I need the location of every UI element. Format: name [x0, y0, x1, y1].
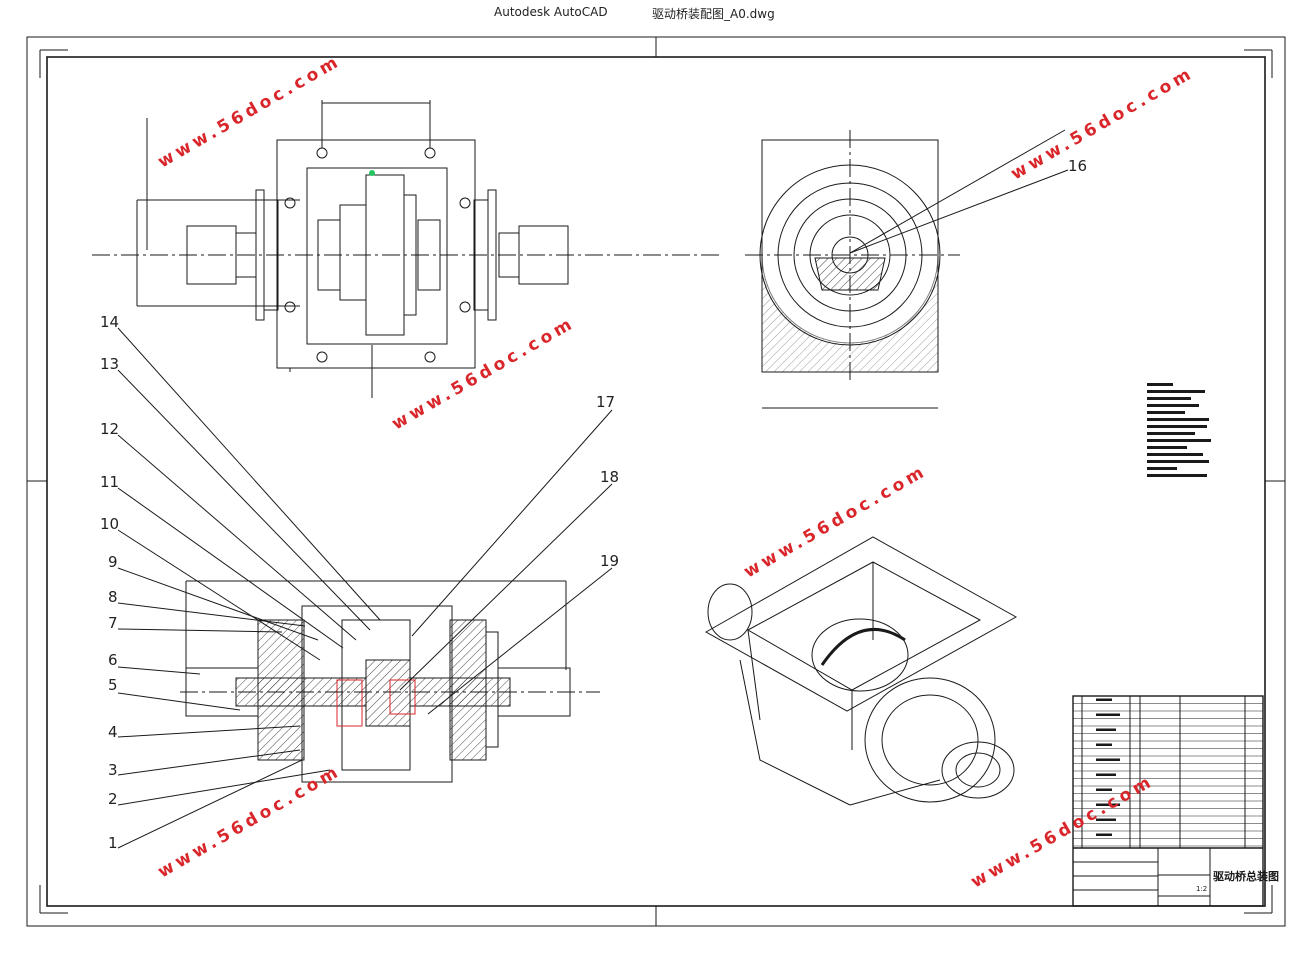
parts-list-rows [1073, 698, 1263, 847]
leader-lines [117, 327, 613, 849]
callout-16: 16 [1068, 157, 1087, 175]
table-cell [1096, 788, 1112, 791]
file-name: 驱动桥装配图_A0.dwg [652, 7, 775, 21]
isometric-view [704, 536, 1018, 806]
main-section-view [180, 580, 600, 783]
callout-19: 19 [600, 552, 619, 570]
callout-17: 17 [596, 393, 615, 411]
selection-marker [369, 170, 375, 176]
table-cell [1096, 713, 1120, 716]
watermark-4: www.56doc.com [741, 461, 931, 582]
callout-2: 2 [108, 790, 118, 808]
drawing-title: 驱动桥总装图 [1213, 869, 1279, 883]
window-title-bar: Autodesk AutoCAD 驱动桥装配图_A0.dwg [0, 0, 1315, 24]
table-cell [1096, 743, 1112, 746]
watermark-3: www.56doc.com [389, 313, 579, 434]
top-view [92, 100, 720, 398]
table-cell [1096, 728, 1116, 731]
table-cell [1096, 758, 1120, 761]
cad-drawing-canvas[interactable]: 驱动桥总装图 1:2 1 2 3 4 5 6 7 8 9 10 11 12 13 [0, 24, 1315, 954]
app-name: Autodesk AutoCAD [494, 5, 608, 19]
callout-3: 3 [108, 761, 118, 779]
callout-4: 4 [108, 723, 118, 741]
scale-value: 1:2 [1196, 885, 1207, 893]
watermark-2: www.56doc.com [1008, 63, 1198, 184]
side-section-view [745, 129, 1069, 409]
callout-6: 6 [108, 651, 118, 669]
table-cell [1096, 803, 1120, 806]
callout-8: 8 [108, 588, 118, 606]
table-cell [1096, 698, 1112, 701]
callout-9: 9 [108, 553, 118, 571]
callout-labels: 1 2 3 4 5 6 7 8 9 10 11 12 13 14 16 17 1… [100, 157, 1087, 852]
callout-18: 18 [600, 468, 619, 486]
callout-5: 5 [108, 676, 118, 694]
callout-14: 14 [100, 313, 119, 331]
callout-11: 11 [100, 473, 119, 491]
callout-7: 7 [108, 614, 118, 632]
watermark-6: www.56doc.com [968, 771, 1158, 892]
watermarks: www.56doc.com www.56doc.com www.56doc.co… [155, 51, 1198, 892]
table-cell [1096, 833, 1112, 836]
watermark-1: www.56doc.com [155, 51, 345, 172]
drawing-frame [26, 36, 1286, 927]
technical-notes [1147, 383, 1211, 477]
callout-13: 13 [100, 355, 119, 373]
table-cell [1096, 773, 1116, 776]
callout-10: 10 [100, 515, 119, 533]
watermark-5: www.56doc.com [155, 761, 345, 882]
table-cell [1096, 818, 1116, 821]
callout-12: 12 [100, 420, 119, 438]
callout-1: 1 [108, 834, 118, 852]
